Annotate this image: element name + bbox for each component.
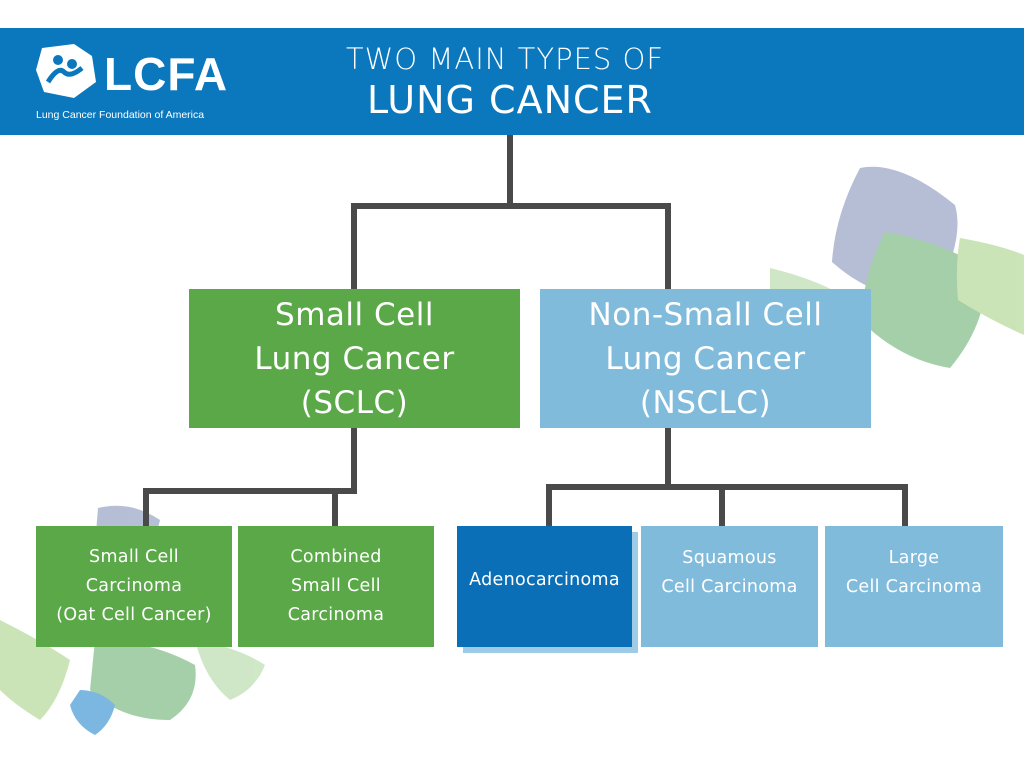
- connector-to-adenocarcinoma: [546, 484, 552, 526]
- connector-root-horizontal: [351, 203, 671, 209]
- node-combined-small-cell-label: Combined Small Cell Carcinoma: [287, 547, 385, 625]
- connector-to-combined-small-cell: [332, 488, 338, 526]
- node-small-cell-carcinoma-label: Small Cell Carcinoma (Oat Cell Cancer): [56, 547, 212, 625]
- node-large-cell-label: Large Cell Carcinoma: [845, 547, 983, 597]
- connector-nsclc-horizontal: [546, 484, 908, 490]
- title-line-1: TWO MAIN TYPES OF: [345, 42, 665, 76]
- connector-to-nsclc: [665, 203, 671, 289]
- node-sclc: Small Cell Lung Cancer (SCLC): [189, 289, 520, 428]
- logo-text: LCFA: [104, 48, 229, 100]
- node-nsclc-label: Non-Small Cell Lung Cancer (NSCLC): [588, 296, 823, 421]
- logo-subtitle: Lung Cancer Foundation of America: [36, 109, 205, 121]
- node-large-cell: Large Cell Carcinoma: [825, 526, 1003, 647]
- connector-to-sclc: [351, 203, 357, 289]
- connector-to-small-cell-carcinoma: [143, 488, 149, 526]
- node-small-cell-carcinoma: Small Cell Carcinoma (Oat Cell Cancer): [36, 526, 232, 647]
- lcfa-logo-icon: [36, 44, 96, 98]
- connector-root-vertical: [507, 135, 513, 207]
- connector-sclc-horizontal: [143, 488, 357, 494]
- node-adenocarcinoma: Adenocarcinoma: [457, 526, 632, 647]
- connector-to-large-cell: [902, 484, 908, 526]
- header-banner: LCFA Lung Cancer Foundation of America T…: [0, 28, 1024, 135]
- node-squamous-label: Squamous Cell Carcinoma: [661, 547, 798, 597]
- node-nsclc: Non-Small Cell Lung Cancer (NSCLC): [540, 289, 871, 428]
- node-combined-small-cell: Combined Small Cell Carcinoma: [238, 526, 434, 647]
- connector-sclc-vertical: [351, 428, 357, 494]
- node-squamous: Squamous Cell Carcinoma: [641, 526, 818, 647]
- connector-nsclc-vertical: [665, 428, 671, 490]
- node-adenocarcinoma-label: Adenocarcinoma: [469, 570, 620, 590]
- node-sclc-label: Small Cell Lung Cancer (SCLC): [254, 296, 455, 421]
- title-line-2: LUNG CANCER: [367, 78, 653, 122]
- connector-to-squamous: [719, 484, 725, 526]
